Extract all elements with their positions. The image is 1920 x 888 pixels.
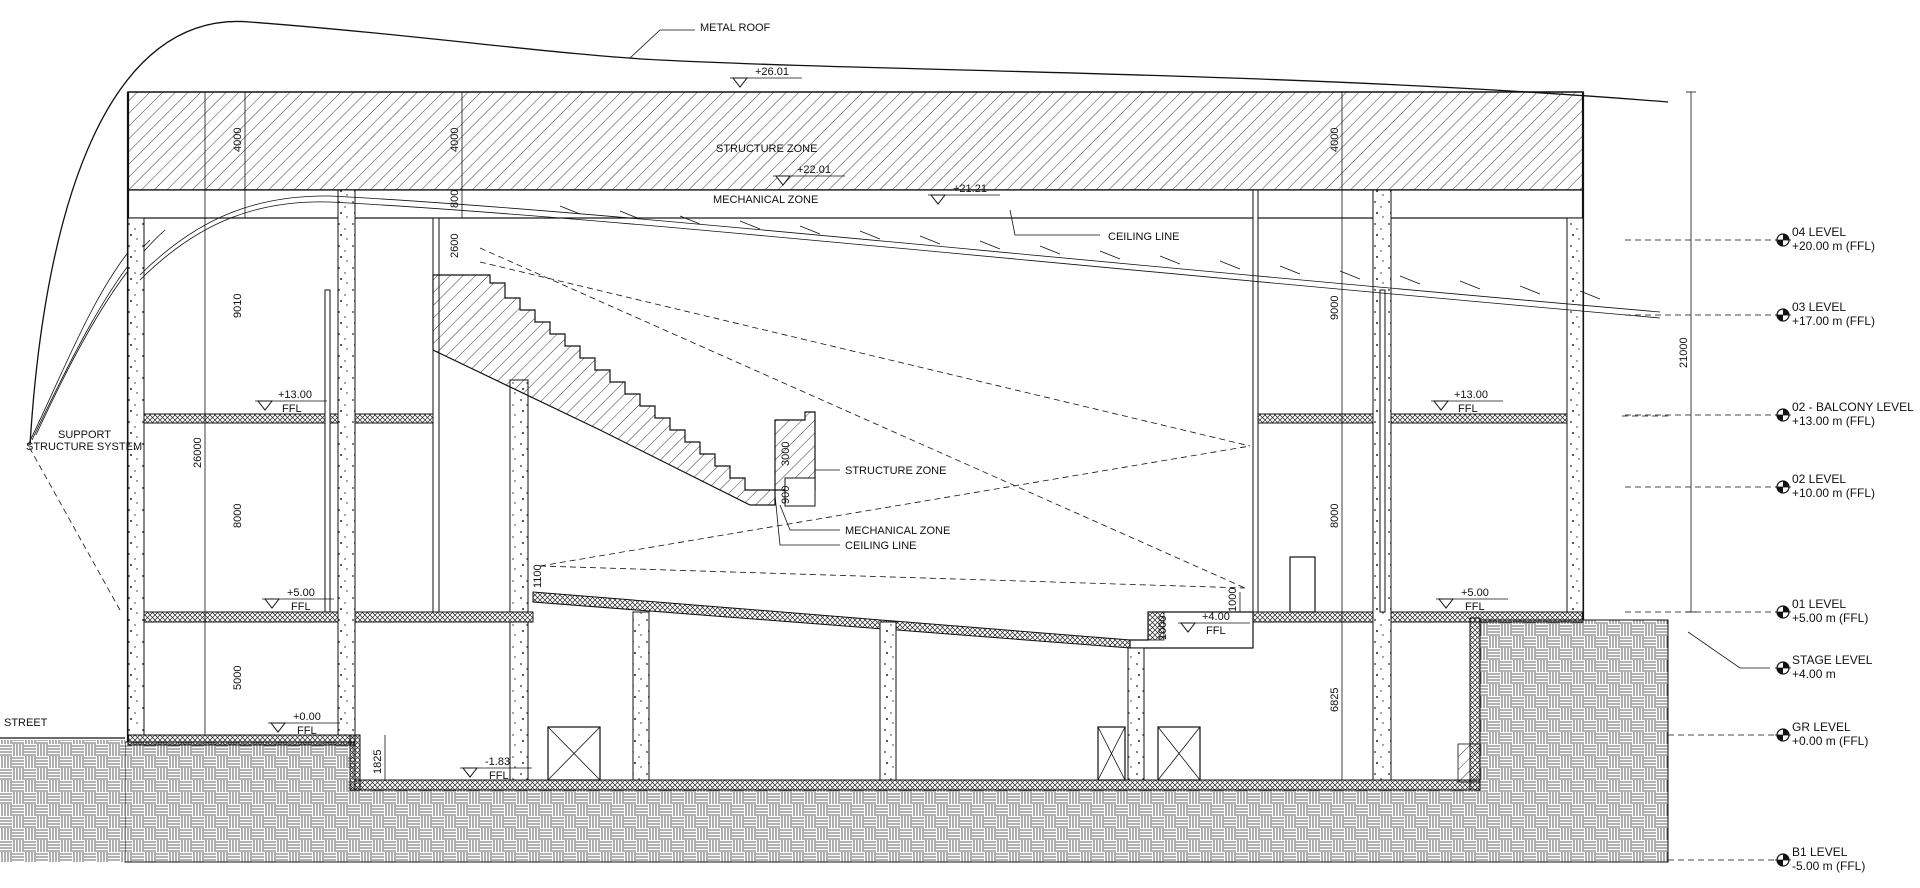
level-marker-symbols bbox=[1775, 233, 1791, 867]
dim-stage-1000b: 1000 bbox=[1227, 588, 1239, 612]
dim-mech-800: 800 bbox=[449, 190, 461, 208]
elevation-tag-triangles bbox=[255, 77, 1508, 778]
ceiling-line-mid-label: CEILING LINE bbox=[845, 540, 917, 552]
level-02-name: 02 LEVEL bbox=[1792, 472, 1846, 486]
level-labels: 04 LEVEL +20.00 m (FFL) 03 LEVEL +17.00 … bbox=[1792, 225, 1914, 873]
ceiling-line-top-label: CEILING LINE bbox=[1108, 231, 1180, 243]
support-label-1: SUPPORT bbox=[58, 429, 111, 441]
structure-zone-top-label: STRUCTURE ZONE bbox=[716, 143, 817, 155]
roof-structure-zone bbox=[127, 91, 1584, 191]
dim-overall-21000: 21000 bbox=[1678, 337, 1690, 368]
dim-1100: 1100 bbox=[532, 564, 544, 588]
elevation-tag-triangle bbox=[256, 400, 274, 411]
tag-basement-ffl: FFL bbox=[489, 770, 509, 782]
structure-zone-mid-label: STRUCTURE ZONE bbox=[845, 465, 946, 477]
dimension-texts: 4000 4000 4000 800 2600 9010 26000 8000 … bbox=[192, 128, 1690, 774]
doors bbox=[547, 556, 1316, 781]
dim-balcony-3000: 3000 bbox=[780, 442, 792, 466]
tag-roof-top: +26.01 bbox=[755, 66, 789, 78]
balcony-seating bbox=[432, 274, 816, 506]
dimension-lines bbox=[204, 91, 1696, 780]
level-02-value: +10.00 m (FFL) bbox=[1792, 486, 1875, 500]
level-03-name: 03 LEVEL bbox=[1792, 300, 1846, 314]
level-02b-name: 02 - BALCONY LEVEL bbox=[1792, 400, 1914, 414]
tag-right-l01: +5.00 bbox=[1461, 587, 1489, 599]
level-b1-value: -5.00 m (FFL) bbox=[1792, 859, 1865, 873]
leaders bbox=[629, 29, 1770, 669]
dim-left-9010: 9010 bbox=[232, 294, 244, 318]
tag-stage-ffl: FFL bbox=[1206, 625, 1226, 637]
dim-right-9000: 9000 bbox=[1329, 296, 1341, 320]
dim-left-26000: 26000 bbox=[192, 437, 204, 468]
tag-ceiling-high: +21.21 bbox=[953, 183, 987, 195]
level-b1-name: B1 LEVEL bbox=[1792, 845, 1848, 859]
tag-ground: +0.00 bbox=[293, 711, 321, 723]
dim-stage-1000a: 1000 bbox=[1157, 616, 1169, 640]
dim-roof-right: 4000 bbox=[1329, 128, 1341, 152]
dim-balcony-900: 900 bbox=[780, 486, 792, 504]
level-01-value: +5.00 m (FFL) bbox=[1792, 611, 1868, 625]
elevation-tag-triangle bbox=[269, 722, 287, 733]
tag-right-balcony-ffl: FFL bbox=[1458, 403, 1478, 415]
level-04-value: +20.00 m (FFL) bbox=[1792, 239, 1875, 253]
dim-1825: 1825 bbox=[372, 750, 384, 774]
level-03-value: +17.00 m (FFL) bbox=[1792, 314, 1875, 328]
tag-basement: -1.83 bbox=[485, 756, 510, 768]
level-stage-value: +4.00 m bbox=[1792, 667, 1836, 681]
elevation-tag-triangle bbox=[1432, 400, 1450, 411]
tag-left-l01: +5.00 bbox=[287, 587, 315, 599]
level-01-name: 01 LEVEL bbox=[1792, 597, 1846, 611]
tag-left-l01-ffl: FFL bbox=[291, 601, 311, 613]
dim-right-6825: 6825 bbox=[1329, 688, 1341, 712]
tag-ground-ffl: FFL bbox=[297, 725, 317, 737]
dim-2600: 2600 bbox=[449, 234, 461, 258]
elevation-tag-triangle bbox=[1179, 622, 1197, 633]
dim-right-8000: 8000 bbox=[1329, 504, 1341, 528]
level-02b-value: +13.00 m (FFL) bbox=[1792, 414, 1875, 428]
dim-roof-left: 4000 bbox=[232, 128, 244, 152]
auditorium-floor-slope bbox=[532, 591, 1131, 649]
support-label-2: STRUCTURE SYSTEM bbox=[26, 441, 142, 453]
tag-right-balcony: +13.00 bbox=[1454, 389, 1488, 401]
elevation-tag-triangle bbox=[461, 767, 479, 778]
tag-right-l01-ffl: FFL bbox=[1465, 601, 1485, 613]
dim-roof-mid: 4000 bbox=[449, 128, 461, 152]
elevation-tag-triangle bbox=[263, 598, 281, 609]
metal-roof-curve bbox=[29, 20, 1669, 446]
tag-roof-inner: +22.01 bbox=[797, 164, 831, 176]
elevation-tag-triangle bbox=[731, 77, 749, 88]
ceiling-slat-ticks bbox=[559, 205, 1601, 300]
elevation-tags: +26.01 +22.01 +21.21 +13.00 FFL +13.00 F… bbox=[278, 66, 1489, 782]
dim-left-8000: 8000 bbox=[232, 504, 244, 528]
sight-lines bbox=[27, 239, 1783, 861]
level-stage-name: STAGE LEVEL bbox=[1792, 653, 1873, 667]
level-gr-value: +0.00 m (FFL) bbox=[1792, 734, 1868, 748]
street-label: STREET bbox=[4, 717, 48, 729]
tag-left-balcony: +13.00 bbox=[278, 389, 312, 401]
level-gr-name: GR LEVEL bbox=[1792, 720, 1851, 734]
floor-slabs bbox=[127, 413, 1584, 791]
mechanical-zone-top-label: MECHANICAL ZONE bbox=[713, 194, 818, 206]
tag-left-balcony-ffl: FFL bbox=[282, 403, 302, 415]
tag-stage: +4.00 bbox=[1202, 611, 1230, 623]
level-04-name: 04 LEVEL bbox=[1792, 225, 1846, 239]
mechanical-zone-mid-label: MECHANICAL ZONE bbox=[845, 525, 950, 537]
columns bbox=[127, 189, 1584, 781]
metal-roof-label: METAL ROOF bbox=[700, 22, 771, 34]
elevation-tag-triangle bbox=[1437, 598, 1455, 609]
dim-left-5000: 5000 bbox=[232, 666, 244, 690]
